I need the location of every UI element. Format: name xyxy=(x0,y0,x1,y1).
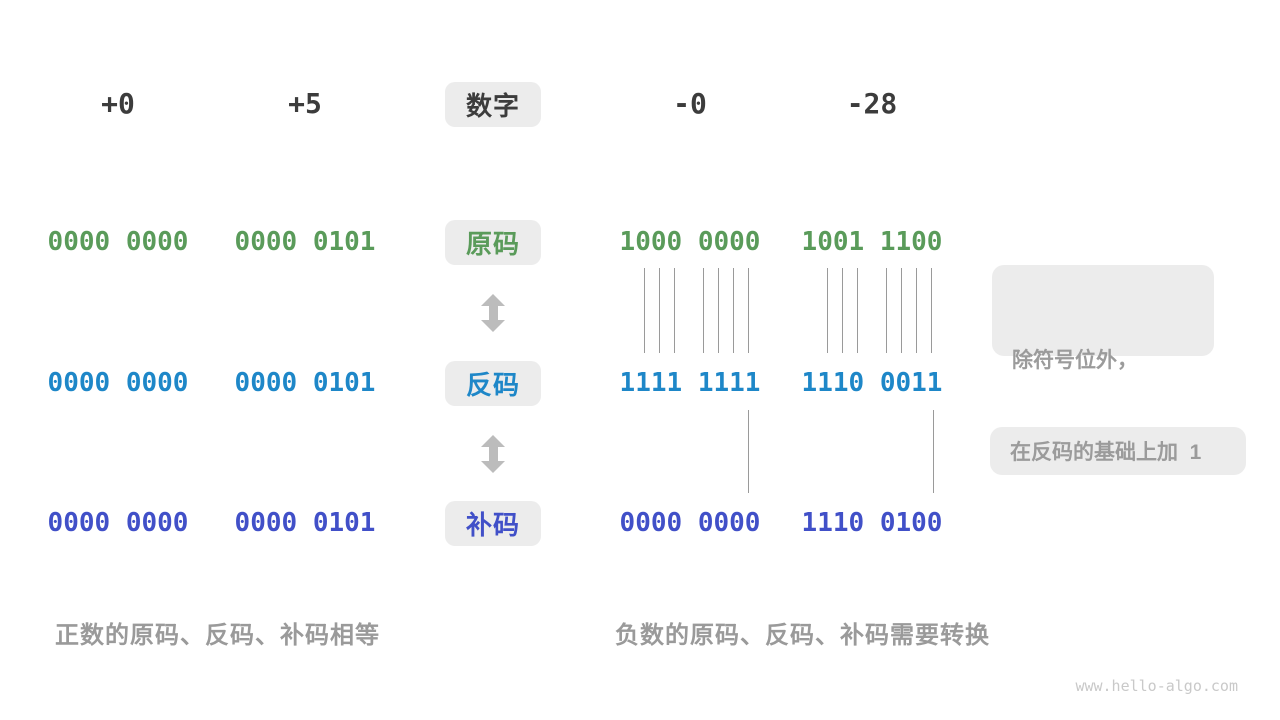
ones-complement-badge: 反码 xyxy=(445,361,541,406)
number-label-neg-28: -28 xyxy=(846,87,898,120)
twos-complement-value: 1110 0100 xyxy=(801,508,943,538)
up-down-arrow-icon xyxy=(480,435,506,473)
ones-complement-value: 0000 0000 xyxy=(47,368,189,398)
number-label-pos-zero: +0 xyxy=(101,87,135,120)
twos-complement-value: 0000 0000 xyxy=(47,508,189,538)
number-label-neg-zero: -0 xyxy=(673,87,707,120)
bit-connector-line xyxy=(748,410,749,493)
bit-connector-line xyxy=(931,268,932,353)
bit-connector-line xyxy=(857,268,858,353)
ones-complement-value: 1111 1111 xyxy=(619,368,761,398)
number-label-pos-five: +5 xyxy=(288,87,322,120)
invert-bits-annotation: 除符号位外， 对其余所有位取反 xyxy=(992,265,1214,471)
twos-complement-value: 0000 0101 xyxy=(234,508,376,538)
invert-bits-annotation-line1: 除符号位外， xyxy=(1012,349,1138,372)
bit-connector-line xyxy=(733,268,734,353)
bit-connector-line xyxy=(827,268,828,353)
positive-numbers-caption: 正数的原码、反码、补码相等 xyxy=(55,622,380,649)
negative-numbers-caption: 负数的原码、反码、补码需要转换 xyxy=(615,622,990,649)
number-badge: 数字 xyxy=(445,82,541,127)
up-down-arrow-icon xyxy=(480,294,506,332)
ones-complement-value: 1110 0011 xyxy=(801,368,943,398)
bit-connector-line xyxy=(644,268,645,353)
bit-connector-line xyxy=(933,410,934,493)
bit-connector-line xyxy=(659,268,660,353)
bit-connector-line xyxy=(886,268,887,353)
add-one-annotation: 在反码的基础上加 1 xyxy=(990,427,1246,475)
bit-connector-line xyxy=(842,268,843,353)
sign-magnitude-value: 0000 0000 xyxy=(47,227,189,257)
bit-connector-line xyxy=(901,268,902,353)
ones-complement-value: 0000 0101 xyxy=(234,368,376,398)
bit-connector-line xyxy=(916,268,917,353)
bit-connector-line xyxy=(718,268,719,353)
sign-magnitude-value: 0000 0101 xyxy=(234,227,376,257)
bit-connector-line xyxy=(703,268,704,353)
site-watermark: www.hello-algo.com xyxy=(1075,677,1238,695)
sign-magnitude-badge: 原码 xyxy=(445,220,541,265)
bit-connector-line xyxy=(748,268,749,353)
twos-complement-badge: 补码 xyxy=(445,501,541,546)
bit-connector-line xyxy=(674,268,675,353)
sign-magnitude-value: 1000 0000 xyxy=(619,227,761,257)
twos-complement-value: 0000 0000 xyxy=(619,508,761,538)
sign-magnitude-value: 1001 1100 xyxy=(801,227,943,257)
